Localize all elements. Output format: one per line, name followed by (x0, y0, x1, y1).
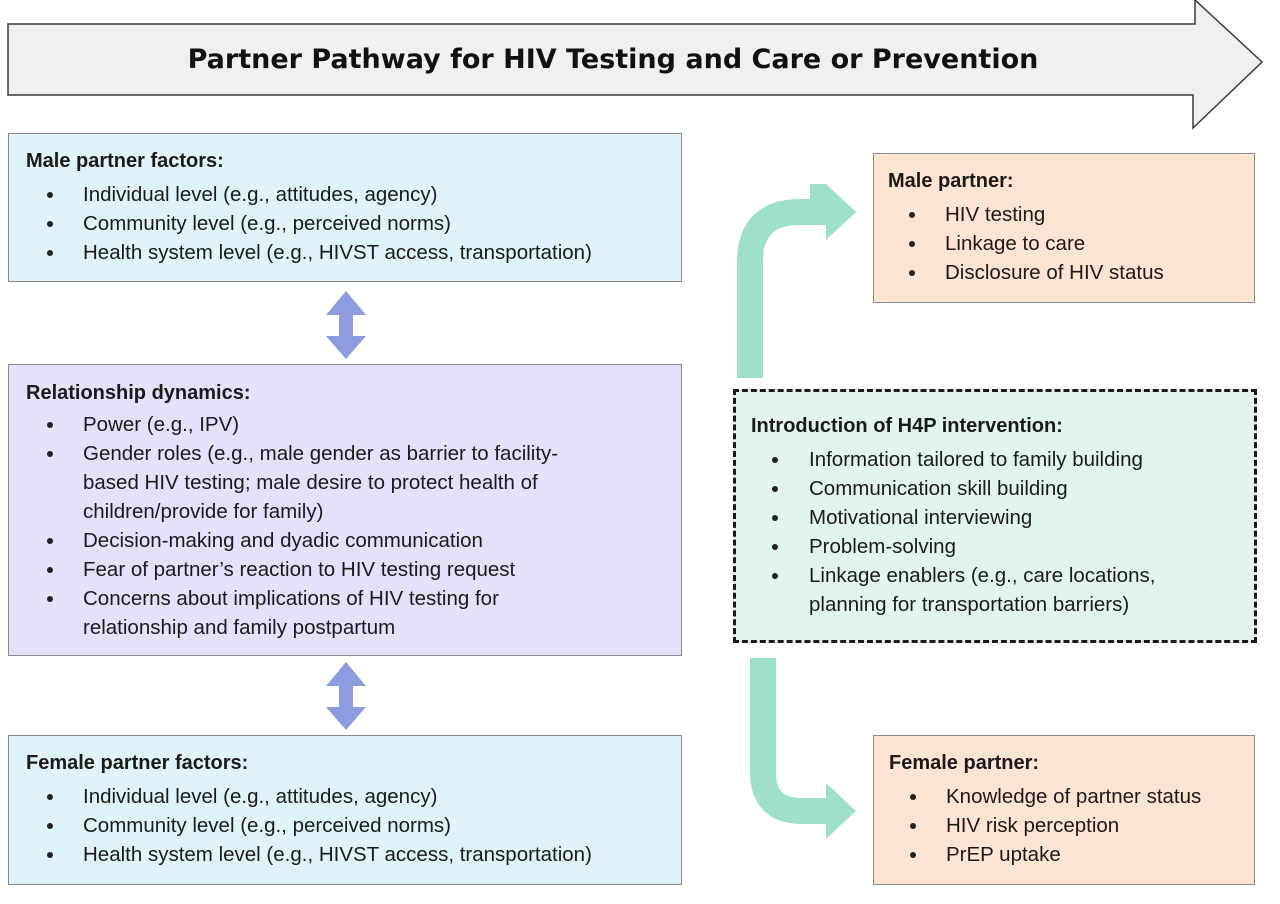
list-item: Communication skill building (751, 474, 1204, 503)
h4p-intervention-title: Introduction of H4P intervention: (751, 415, 1063, 437)
list-item: Fear of partner’s reaction to HIV testin… (26, 555, 641, 584)
flow-arrowhead-up (810, 184, 856, 240)
list-item: Individual level (e.g., attitudes, agenc… (26, 180, 681, 209)
female-partner-factors-box: Female partner factors: Individual level… (8, 735, 682, 885)
male-partner-factors-list: Individual level (e.g., attitudes, agenc… (26, 180, 681, 267)
list-item: HIV risk perception (889, 811, 1254, 840)
list-item: Disclosure of HIV status (888, 258, 1254, 287)
list-item: Health system level (e.g., HIVST access,… (26, 840, 681, 869)
h4p-intervention-box: Introduction of H4P intervention: Inform… (733, 389, 1257, 643)
flow-arrow-up (737, 199, 826, 378)
list-item: Community level (e.g., perceived norms) (26, 811, 681, 840)
male-partner-outcome-box: Male partner: HIV testing Linkage to car… (873, 153, 1255, 303)
list-item: Power (e.g., IPV) (26, 410, 641, 439)
flow-arrowhead-down (826, 783, 856, 839)
diagram-title: Partner Pathway for HIV Testing and Care… (187, 44, 1039, 75)
list-item: PrEP uptake (889, 840, 1254, 869)
list-item: HIV testing (888, 200, 1254, 229)
female-partner-outcome-title: Female partner: (889, 752, 1040, 774)
list-item: Linkage to care (888, 229, 1254, 258)
list-item: Knowledge of partner status (889, 782, 1254, 811)
list-item: Individual level (e.g., attitudes, agenc… (26, 782, 681, 811)
list-item: Community level (e.g., perceived norms) (26, 209, 681, 238)
double-arrow-bottom (326, 662, 366, 730)
list-item: Health system level (e.g., HIVST access,… (26, 238, 681, 267)
relationship-dynamics-box: Relationship dynamics: Power (e.g., IPV)… (8, 364, 682, 656)
male-partner-outcome-list: HIV testing Linkage to care Disclosure o… (888, 200, 1254, 287)
male-partner-factors-title: Male partner factors: (26, 150, 224, 172)
banner-arrow (7, 0, 1264, 130)
h4p-intervention-list: Information tailored to family building … (751, 445, 1254, 619)
relationship-dynamics-title: Relationship dynamics: (26, 382, 251, 404)
list-item: Decision-making and dyadic communication (26, 526, 641, 555)
female-partner-outcome-list: Knowledge of partner status HIV risk per… (889, 782, 1254, 869)
female-partner-outcome-box: Female partner: Knowledge of partner sta… (873, 735, 1255, 885)
female-partner-factors-title: Female partner factors: (26, 752, 249, 774)
flow-arrow-down (750, 658, 826, 824)
female-partner-factors-list: Individual level (e.g., attitudes, agenc… (26, 782, 681, 869)
list-item: Concerns about implications of HIV testi… (26, 584, 641, 642)
list-item: Gender roles (e.g., male gender as barri… (26, 439, 641, 526)
relationship-dynamics-list: Power (e.g., IPV) Gender roles (e.g., ma… (26, 410, 681, 642)
double-arrow-top (326, 291, 366, 359)
male-partner-outcome-title: Male partner: (888, 170, 1014, 192)
male-partner-factors-box: Male partner factors: Individual level (… (8, 133, 682, 282)
list-item: Linkage enablers (e.g., care locations, … (751, 561, 1204, 619)
list-item: Information tailored to family building (751, 445, 1204, 474)
list-item: Problem-solving (751, 532, 1204, 561)
list-item: Motivational interviewing (751, 503, 1204, 532)
